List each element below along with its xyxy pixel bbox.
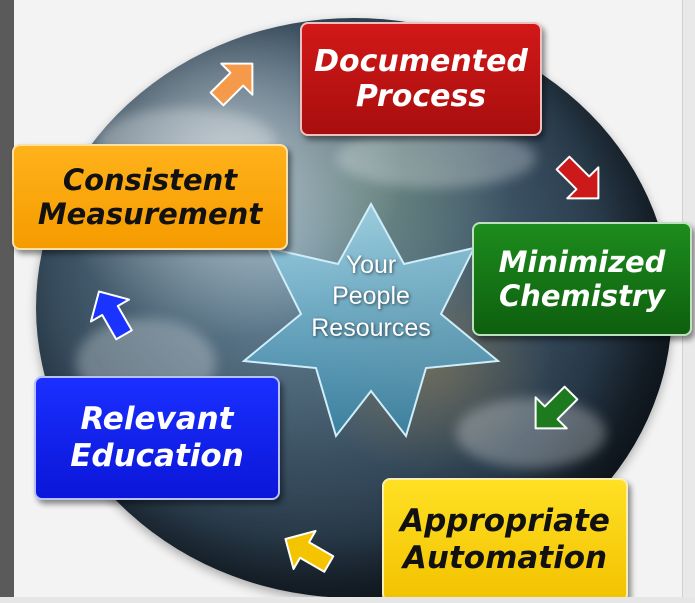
center-line-1: Your	[345, 251, 397, 279]
center-label: Your People Resources	[236, 250, 506, 344]
cloud-shape	[336, 128, 536, 188]
relevant-education-box: Relevant Education	[34, 376, 280, 500]
relevant-education-line-1: Relevant	[80, 401, 234, 438]
minimized-chemistry-line-1: Minimized	[498, 244, 666, 279]
arrow-icon	[555, 155, 600, 200]
star-icon	[241, 201, 501, 439]
appropriate-automation-line-2: Automation	[402, 540, 608, 576]
documented-process-line-2: Process	[355, 79, 487, 114]
documented-process-box: Documented Process	[300, 22, 542, 136]
arrow-icon	[534, 385, 579, 430]
consistent-measurement-line-1: Consistent	[62, 162, 238, 197]
appropriate-automation-line-1: Appropriate	[400, 503, 610, 540]
bottom-frame-border	[0, 597, 695, 603]
appropriate-automation-box: Appropriate Automation	[382, 478, 628, 602]
cloud-shape	[456, 398, 606, 468]
documented-process-line-1: Documented	[314, 43, 528, 79]
center-line-2: People	[332, 282, 410, 311]
left-frame-border	[0, 0, 14, 603]
consistent-measurement-line-2: Measurement	[37, 197, 263, 231]
center-line-3: Resources	[311, 313, 431, 342]
relevant-education-line-2: Education	[70, 438, 244, 474]
minimized-chemistry-line-2: Chemistry	[498, 279, 666, 313]
consistent-measurement-box: Consistent Measurement	[12, 144, 288, 250]
minimized-chemistry-box: Minimized Chemistry	[472, 222, 692, 336]
arrow-icon	[209, 62, 254, 107]
arrow-icon	[89, 290, 133, 341]
arrow-icon	[284, 529, 335, 573]
